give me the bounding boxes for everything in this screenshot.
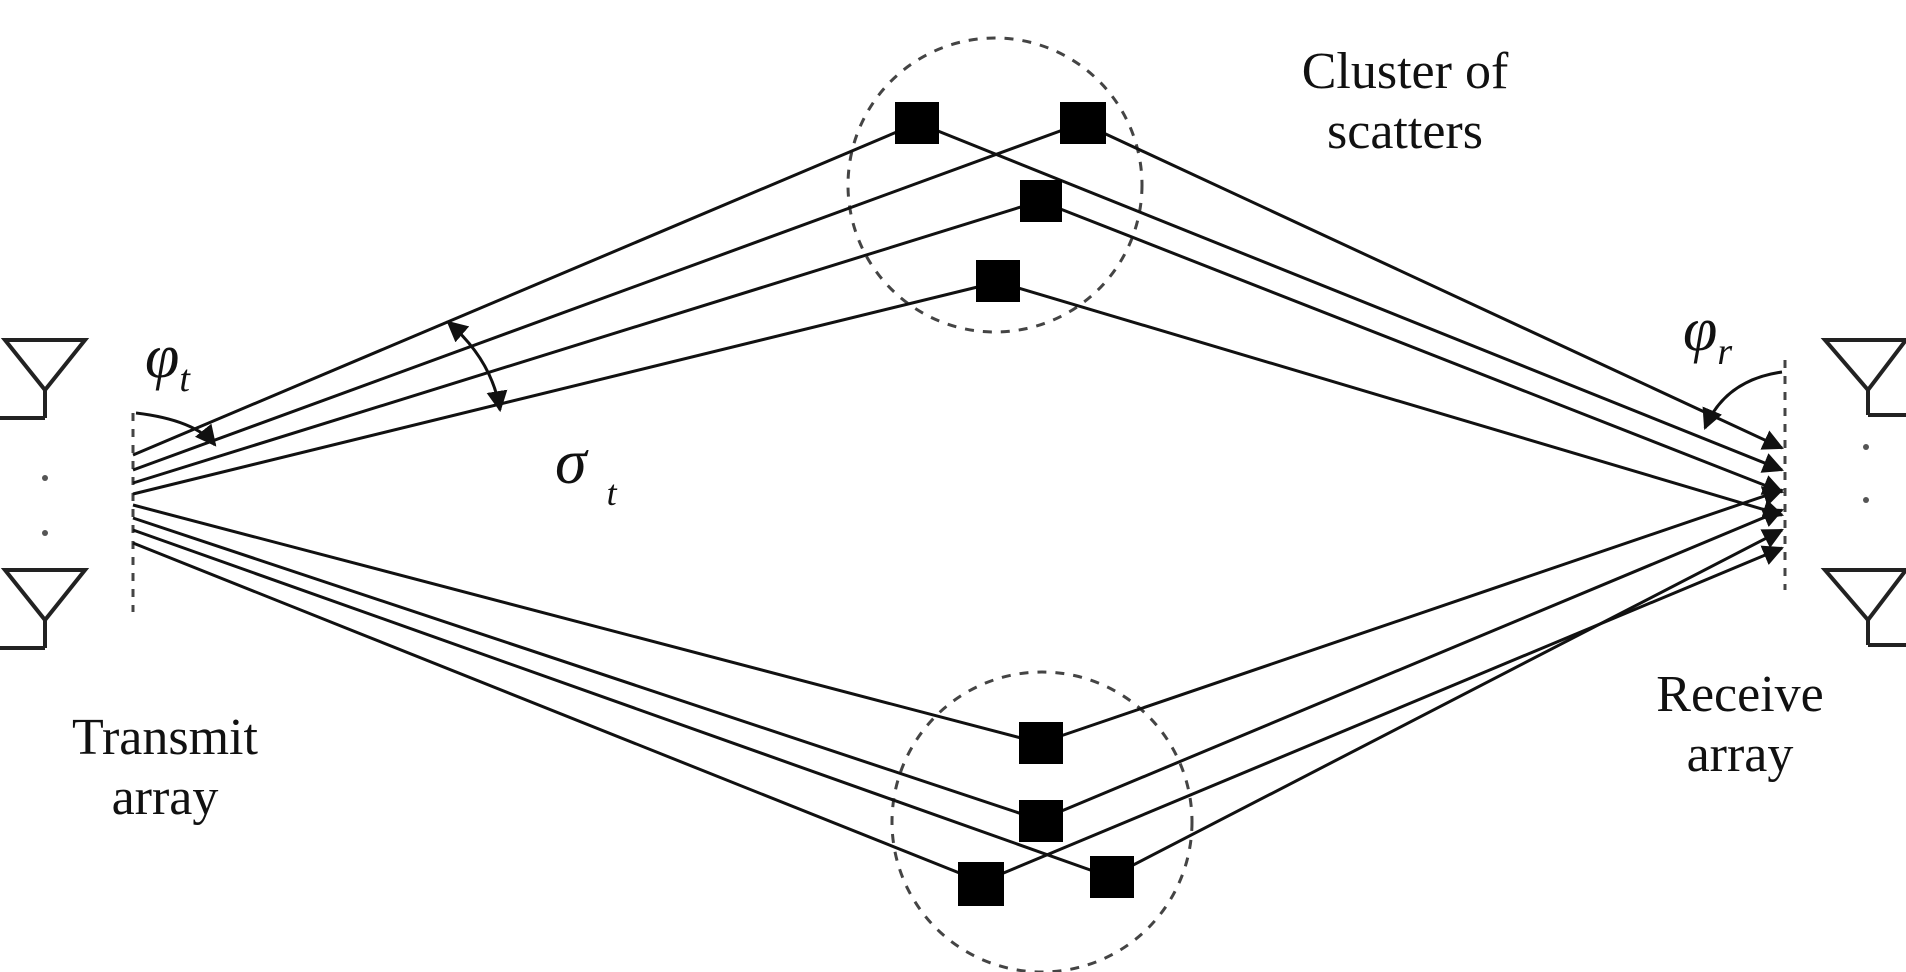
- cluster-label-line1: Cluster of: [1301, 43, 1509, 100]
- transmit-array-label: Transmit array: [30, 708, 300, 828]
- antenna-icon: [0, 338, 90, 420]
- square-scatterer-icon: [1019, 800, 1063, 842]
- upper-transmit-paths: [132, 121, 1083, 496]
- lower-receive-paths: [981, 486, 1784, 884]
- receive-ellipsis-dot: [1863, 497, 1869, 503]
- square-scatterer-icon: [1019, 722, 1063, 764]
- antenna-icon: [1820, 568, 1906, 647]
- receive-array-label: Receive array: [1610, 665, 1870, 785]
- phi-r-symbol: φr: [1683, 296, 1733, 373]
- antenna-icon: [1820, 338, 1906, 417]
- lower-transmit-paths: [132, 503, 1111, 884]
- upper-cluster-circle: [846, 36, 1144, 334]
- cluster-label-line2: scatters: [1327, 103, 1483, 160]
- receive-label-line2: array: [1686, 726, 1794, 783]
- square-scatterer-icon: [976, 260, 1020, 302]
- transmit-label-line1: Transmit: [72, 709, 258, 766]
- receive-label-line1: Receive: [1656, 666, 1824, 723]
- receive-ellipsis-dot: [1863, 444, 1869, 450]
- square-scatterer-icon: [895, 102, 939, 144]
- transmit-ellipsis-dot: [42, 475, 48, 481]
- square-scatterer-icon: [958, 862, 1004, 906]
- sigma-t-spread-arc: [446, 320, 508, 413]
- phi-t-angle-arc: [135, 411, 217, 447]
- phi-t-symbol: φt: [145, 323, 190, 400]
- lower-cluster-circle: [890, 670, 1194, 972]
- phi-r-angle-arc: [1702, 370, 1783, 430]
- cluster-label: Cluster of scatters: [1245, 42, 1565, 162]
- transmit-ellipsis-dot: [42, 530, 48, 536]
- square-scatterer-icon: [1060, 102, 1106, 144]
- transmit-label-line2: array: [111, 769, 219, 826]
- square-scatterer-icon: [1020, 180, 1062, 222]
- square-scatterer-icon: [1090, 856, 1134, 898]
- antenna-icon: [0, 568, 90, 650]
